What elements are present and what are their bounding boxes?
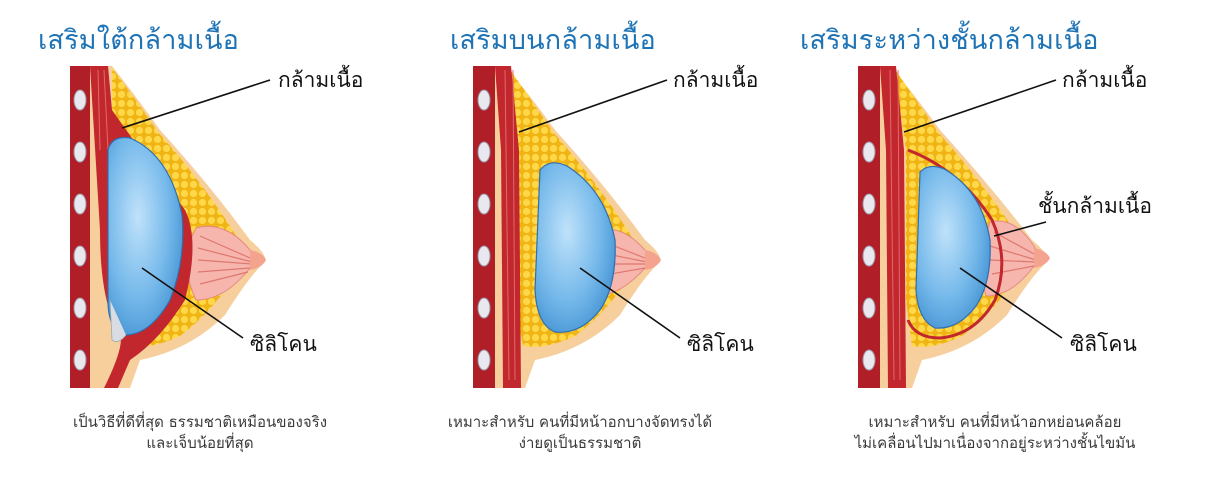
description-line-2: และเจ็บน้อยที่สุด bbox=[146, 434, 254, 452]
panel-between-muscle-layers: เสริมระหว่างชั้นกล้ามเนื้อ bbox=[800, 0, 1200, 486]
label-muscle: กล้ามเนื้อ bbox=[673, 68, 759, 92]
panel-description: เหมาะสำหรับ คนที่มีหน้าอกบางจัดทรงได้ ง่… bbox=[380, 412, 780, 454]
muscle-layer bbox=[495, 66, 521, 388]
label-fascia: ชั้นกล้ามเนื้อ bbox=[1038, 194, 1152, 218]
description-line-1: เป็นวิธีที่ดีที่สุด ธรรมชาติเหมือนของจริ… bbox=[72, 413, 328, 431]
leader-line-implant bbox=[141, 267, 244, 339]
label-implant: ซิลิโคน bbox=[687, 332, 754, 356]
implant bbox=[107, 136, 184, 343]
leader-line-implant bbox=[579, 267, 681, 339]
label-implant: ซิลิโคน bbox=[250, 332, 317, 356]
panel-title: เสริมบนกล้ามเนื้อ bbox=[450, 25, 656, 56]
description-line-2: ไม่เคลื่อนไปมาเนื่องจากอยู่ระหว่างชั้นไข… bbox=[854, 434, 1136, 452]
breast-diagram-between-layers bbox=[858, 66, 1063, 388]
panel-description: เป็นวิธีที่ดีที่สุด ธรรมชาติเหมือนของจริ… bbox=[0, 412, 400, 454]
breast-diagram-over-muscle bbox=[473, 66, 681, 388]
chest-wall bbox=[473, 66, 495, 388]
implant bbox=[534, 162, 616, 333]
implant bbox=[915, 165, 991, 329]
leader-line-implant bbox=[959, 267, 1063, 339]
label-implant: ซิลิโคน bbox=[1070, 332, 1137, 356]
leader-line-muscle bbox=[121, 79, 271, 129]
description-line-1: เหมาะสำหรับ คนที่มีหน้าอกบางจัดทรงได้ bbox=[447, 413, 713, 431]
panel-description: เหมาะสำหรับ คนที่มีหน้าอกหย่อนคล้อย ไม่เ… bbox=[795, 412, 1195, 454]
mammary-gland bbox=[981, 220, 1050, 297]
label-muscle: กล้ามเนื้อ bbox=[278, 68, 364, 92]
panel-under-muscle: เสริมใต้กล้ามเนื้อ bbox=[0, 0, 400, 486]
leader-line-fascia bbox=[993, 221, 1047, 237]
panel-over-muscle: เสริมบนกล้ามเนื้อ bbox=[405, 0, 805, 486]
mammary-gland bbox=[186, 225, 266, 301]
label-muscle: กล้ามเนื้อ bbox=[1062, 68, 1148, 92]
description-line-2: ง่ายดูเป็นธรรมชาติ bbox=[518, 434, 642, 452]
leader-line-muscle bbox=[518, 79, 668, 133]
description-line-1: เหมาะสำหรับ คนที่มีหน้าอกหย่อนคล้อย bbox=[868, 413, 1122, 431]
muscle-layer bbox=[880, 66, 906, 388]
panel-title: เสริมใต้กล้ามเนื้อ bbox=[38, 25, 240, 56]
leader-line-muscle bbox=[903, 79, 1057, 133]
chest-wall bbox=[858, 66, 880, 388]
chest-wall bbox=[70, 66, 90, 388]
panel-title: เสริมระหว่างชั้นกล้ามเนื้อ bbox=[800, 25, 1099, 56]
breast-diagram-under-muscle bbox=[70, 66, 271, 388]
